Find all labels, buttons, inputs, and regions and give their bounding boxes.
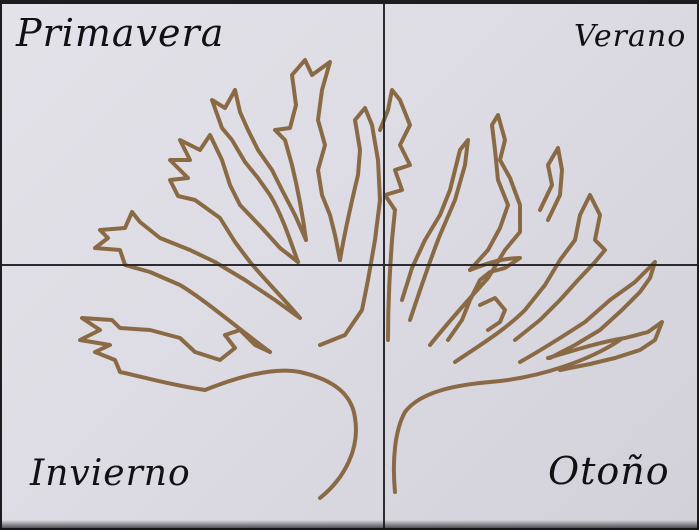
branch-summer-4 (455, 195, 605, 362)
branch-autumn-1 (448, 258, 520, 340)
branch-summer-6 (548, 322, 662, 370)
label-winter: Invierno (30, 456, 191, 492)
horizontal-divider-line (2, 264, 697, 266)
branch-autumn-2 (480, 298, 505, 330)
branch-summer-7 (540, 148, 562, 220)
label-autumn: Otoño (548, 452, 670, 490)
photo-bottom-shadow (0, 520, 699, 530)
vertical-divider-line (383, 4, 385, 528)
branch-summer-2 (402, 140, 468, 320)
branch-spring-3 (320, 108, 380, 345)
label-summer: Verano (574, 22, 686, 52)
label-spring: Primavera (16, 14, 224, 52)
tree-trunk (205, 371, 356, 498)
